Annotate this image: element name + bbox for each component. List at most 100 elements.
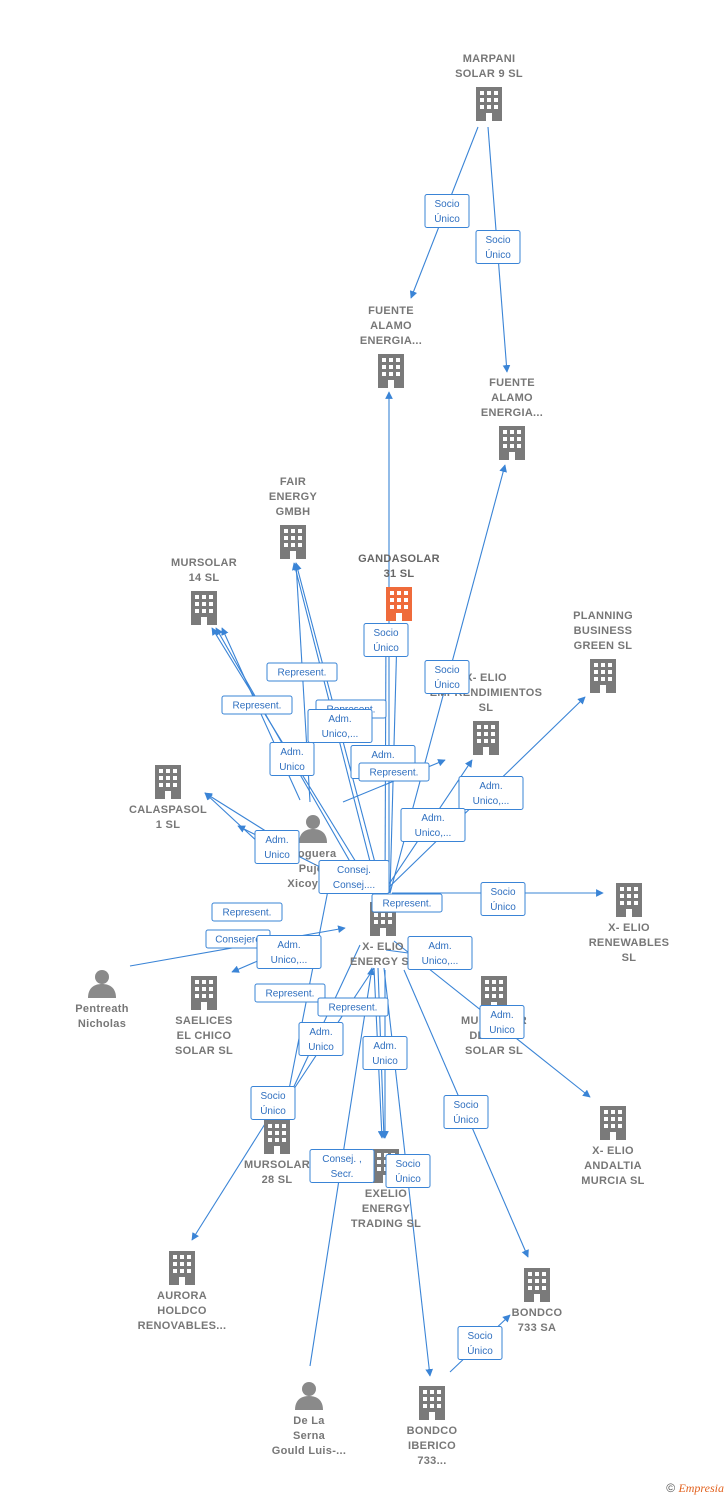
edge-label-e5[interactable]: Represent. <box>266 662 338 682</box>
edge-label-box <box>407 936 473 970</box>
edge-label-e26[interactable]: Adm.Unico <box>479 1005 525 1039</box>
node-label-line: GMBH <box>276 506 311 518</box>
copyright-icon: © <box>666 1481 676 1495</box>
edge-label-e13[interactable]: Adm.Unico,... <box>400 808 466 842</box>
node-label-line: Nicholas <box>78 1018 126 1030</box>
edge-label-text: Unico <box>372 1056 398 1067</box>
edge-label-text: Represent. <box>278 668 327 679</box>
edge-label-e11[interactable]: Represent. <box>358 762 430 782</box>
edge-label-text: Adm. <box>265 835 288 846</box>
edge-label-text: Único <box>260 1104 286 1117</box>
building-icon <box>280 525 306 559</box>
edge-label-e9[interactable]: Adm.Unico <box>269 742 315 776</box>
edge-label-text: Represent. <box>383 899 432 910</box>
edge-label-text: Unico <box>279 762 305 773</box>
edge-label-e21[interactable]: Adm.Unico,... <box>407 936 473 970</box>
edge-label-text: Adm. <box>479 781 502 792</box>
edge-label-text: Unico,... <box>271 955 308 966</box>
node-label-line: 28 SL <box>262 1174 293 1186</box>
edge-label-text: Unico,... <box>473 796 510 807</box>
edge-label-e12[interactable]: Adm. Unico,... <box>458 776 524 810</box>
node-label-line: MARPANI <box>463 53 516 65</box>
edge-label-e25[interactable]: Adm.Unico <box>362 1036 408 1070</box>
edge-label-e15[interactable]: Consej.Consej.... <box>318 860 390 894</box>
edge-label-box <box>256 935 322 969</box>
edge-label-box <box>371 893 443 913</box>
edge-label-e22[interactable]: Represent. <box>254 983 326 1003</box>
edge-label-e20[interactable]: Adm.Unico,... <box>256 935 322 969</box>
edge-label-text: Socio <box>453 1100 478 1111</box>
edge-label-text: Adm. <box>328 714 351 725</box>
edge-label-text: Socio <box>395 1159 420 1170</box>
node-label-line: Noguera <box>290 848 337 860</box>
building-icon <box>524 1268 550 1302</box>
edge-label-text: Represent. <box>329 1003 378 1014</box>
edge-label-text: Único <box>453 1113 479 1126</box>
edge-label-text: Único <box>434 212 460 225</box>
edge-label-box <box>458 776 524 810</box>
edge-label-text: Único <box>490 900 516 913</box>
node-fuente1[interactable]: FUENTEALAMOENERGIA... <box>360 305 422 388</box>
edge-label-text: Adm. <box>309 1027 332 1038</box>
edge-label-e16[interactable]: Represent. <box>371 893 443 913</box>
edge-label-box <box>479 1005 525 1039</box>
building-icon <box>169 1251 195 1285</box>
edge-label-text: Consej. <box>337 865 371 876</box>
node-fuente2[interactable]: FUENTEALAMOENERGIA... <box>481 377 543 460</box>
node-label-line: Pentreath <box>75 1003 128 1015</box>
node-label-line: GREEN SL <box>574 640 633 652</box>
edge-label-text: Socio <box>260 1091 285 1102</box>
node-label-line: TRADING SL <box>351 1218 421 1230</box>
node-label-line: IBERICO <box>408 1440 456 1452</box>
edge-labels-layer: SocioÚnicoSocioÚnicoSocioÚnicoSocioÚnico… <box>205 194 526 1360</box>
edge-label-e23[interactable]: Represent. <box>317 997 389 1017</box>
node-aurora[interactable]: AURORAHOLDCORENOVABLES... <box>138 1251 227 1332</box>
node-label-line: SL <box>479 702 494 714</box>
node-label-line: ENERGY <box>269 491 318 503</box>
edge-label-e18[interactable]: Represent. <box>211 902 283 922</box>
node-bondcoiberico[interactable]: BONDCOIBERICO733... <box>407 1386 458 1467</box>
node-label-line: 1 SL <box>156 819 180 831</box>
node-label-line: 733 SA <box>518 1322 557 1334</box>
edge-label-e29[interactable]: Consej. ,Secr. <box>309 1149 375 1183</box>
building-icon <box>419 1386 445 1420</box>
edge-label-e24[interactable]: Adm.Unico <box>298 1022 344 1056</box>
edge-label-box <box>221 695 293 715</box>
building-icon <box>191 976 217 1010</box>
edge-label-e14[interactable]: Adm.Unico <box>254 830 300 864</box>
edge-label-box <box>443 1095 489 1129</box>
edge-label-text: Único <box>485 248 511 261</box>
edge-label-e6[interactable]: Represent. <box>221 695 293 715</box>
edge-label-text: Único <box>434 678 460 691</box>
edge-label-text: Socio <box>467 1331 492 1342</box>
edge-label-text: Unico <box>489 1025 515 1036</box>
brand-logo[interactable]: Empresia <box>678 1481 724 1495</box>
person-icon <box>299 815 327 843</box>
node-label-line: RENOVABLES... <box>138 1320 227 1332</box>
edge-label-e8[interactable]: Adm.Unico,... <box>307 709 373 743</box>
